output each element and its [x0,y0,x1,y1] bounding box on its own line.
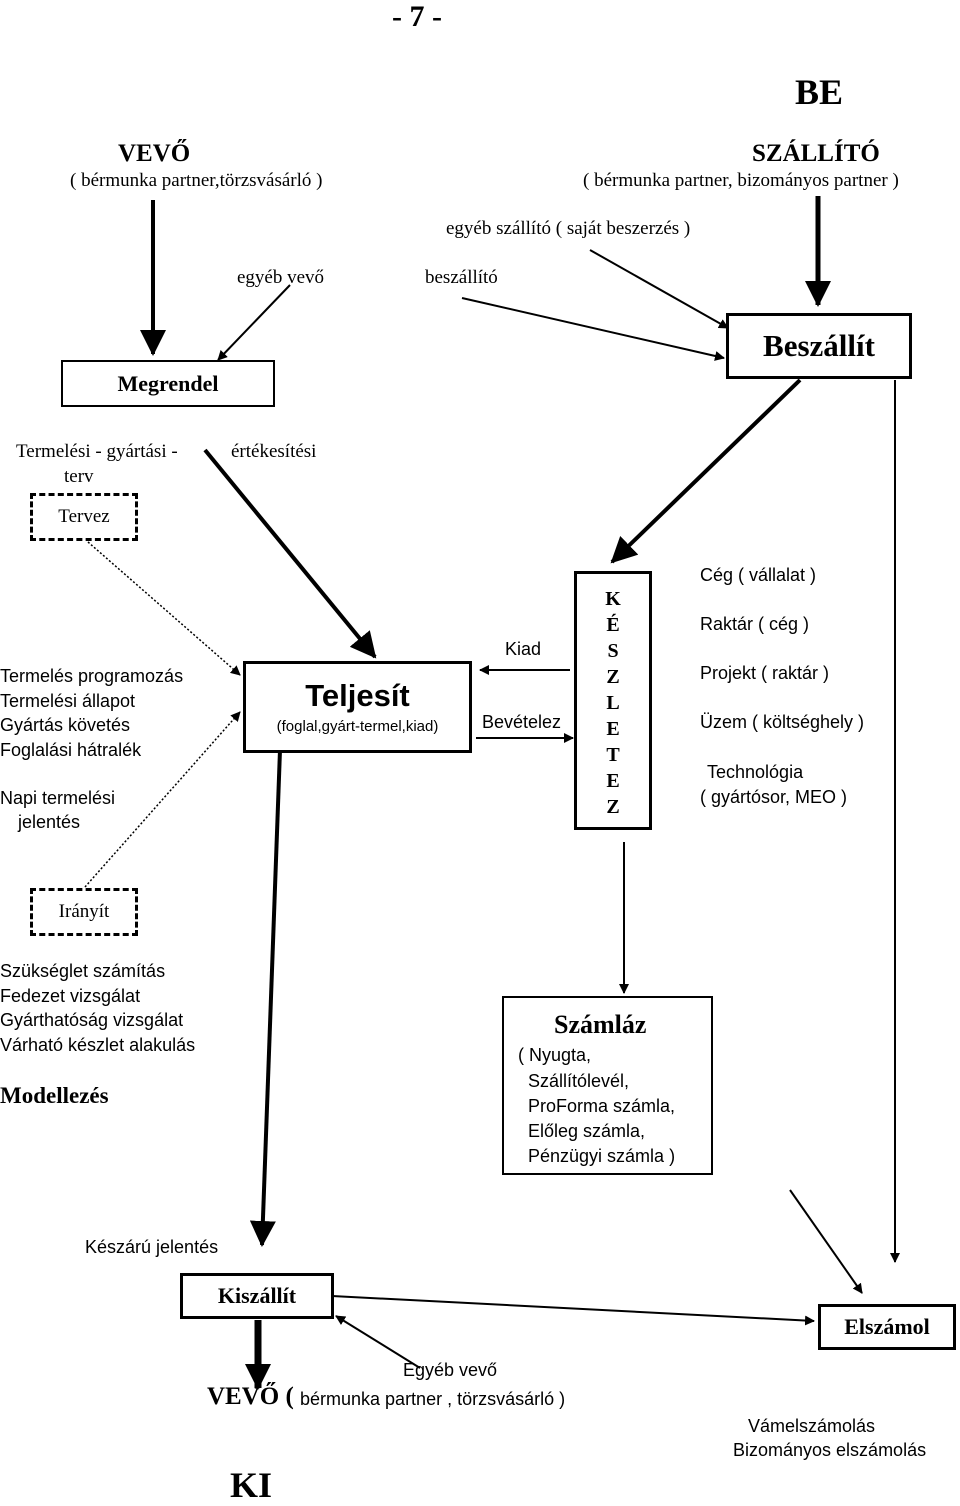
dotted-iranyit-teljesit [84,711,241,888]
keszletez-letter: S [607,640,619,662]
arrow-egyebvevo-kiszallit [335,1315,421,1369]
keszletez-letter: Z [606,666,620,688]
szamlaz-item: ( Nyugta, [518,1045,592,1065]
megrendel-label: Megrendel [117,370,219,396]
tervez-label: Tervez [58,506,110,527]
vevo-title: VEVŐ [118,140,191,167]
tervez-box: Tervez [30,493,138,541]
right-list-item: Technológia [707,762,804,782]
kiszallit-box: Kiszállít [180,1273,334,1319]
egyeb-szallito-label: egyéb szállító ( saját beszerzés ) [446,218,691,239]
kiszallit-label: Kiszállít [217,1283,297,1308]
egyeb-vevo-bottom-label: Egyéb vevő [403,1360,498,1380]
elszamol-note: Bizományos elszámolás [733,1440,927,1460]
modell-list-item: Várható készlet alakulás [0,1034,196,1055]
arrow-egyebszallito-beszallit [589,249,729,329]
right-list-item: Üzem ( költséghely ) [700,712,865,732]
keszletez-letter: E [606,770,620,792]
megrendel-box: Megrendel [61,360,275,407]
dotted-tervez-teljesit [87,541,241,676]
elszamol-note: Vámelszámolás [748,1416,876,1436]
egyeb-vevo-label: egyéb vevő [237,267,325,288]
napi-line1: Napi termelési [0,788,116,808]
keszletez-letter: Z [606,796,620,818]
vevo-bottom-subtitle: bérmunka partner , törzsvásárló ) [300,1389,566,1409]
termelesi-terv-line2: terv [64,466,94,487]
modell-list-item: Szükséglet számítás [0,961,166,981]
iranyit-label: Irányít [58,901,110,922]
teljesit-subtitle: (foglal,gyárt-termel,kiad) [276,717,439,735]
beszallit-box: Beszállít [726,313,912,379]
szamlaz-item: Pénzügyi számla ) [528,1146,676,1166]
be-label: BE [795,72,844,112]
szamlaz-item: Előleg számla, [528,1121,646,1141]
right-list-item: Projekt ( raktár ) [700,663,830,683]
modell-list-item: Fedezet vizsgálat [0,985,141,1006]
bevetelez-label: Bevételez [482,712,562,732]
ertekesitesi-label: értékesítési [231,441,317,462]
modell-list: Szükséglet számítás Fedezet vizsgálat Gy… [0,959,195,1057]
modellezes-label: Modellezés [0,1083,109,1108]
left-list-item: Termelési állapot [0,690,136,711]
szamlaz-item: ProForma számla, [528,1096,676,1116]
arrow-beszallit-keszletez [610,378,802,564]
szallito-title: SZÁLLÍTÓ [752,140,880,167]
left-list-item: Gyártás követés [0,715,131,735]
left-list: Termelés programozás Termelési állapot G… [0,664,183,762]
elszamol-label: Elszámol [844,1314,930,1339]
right-list-item: Raktár ( cég ) [700,614,810,634]
ki-label: KI [230,1465,273,1505]
arrow-kiszallit-elszamol [331,1295,815,1326]
elszamol-box: Elszámol [818,1304,956,1350]
arrow-szamlaz-elszamol [789,1189,863,1294]
szamlaz-title: Számláz [554,1010,647,1039]
szamlaz-item: Szállítólevél, [528,1071,630,1091]
arrow-teljesit-kiszallit [249,749,282,1247]
keszletez-letter: E [606,718,620,740]
arrow-ertekesitesi-teljesit [203,448,377,659]
teljesit-title: Teljesít [305,678,410,714]
szamlaz-box: Számláz ( Nyugta, Szállítólevél, ProForm… [502,996,713,1175]
termelesi-terv-line1: Termelési - gyártási - [16,441,178,462]
arrow-beszallito-beszallit [461,297,725,361]
keszletez-letter: K [605,588,621,610]
kiad-label: Kiad [505,639,542,659]
right-list-item: ( gyártósor, MEO ) [700,787,848,807]
napi-line2: jelentés [18,812,81,832]
iranyit-box: Irányít [30,888,138,936]
szallito-subtitle: ( bérmunka partner, bizományos partner ) [583,170,899,191]
right-list-item: Cég ( vállalat ) [700,565,817,585]
keszaru-jelentes-label: Készárú jelentés [85,1237,219,1257]
szamlaz-items: Szállítólevél, ProForma számla, Előleg s… [528,1069,675,1169]
left-list-item: Termelés programozás [0,666,184,686]
vevo-bottom-title: VEVŐ ( [207,1383,294,1410]
beszallit-label: Beszállít [763,328,875,363]
beszallito-label: beszállító [425,267,498,288]
arrow-egyebvevo-megrendel [217,284,291,361]
vevo-subtitle: ( bérmunka partner,törzsvásárló ) [70,170,323,191]
teljesit-box: Teljesít (foglal,gyárt-termel,kiad) [243,661,472,753]
keszletez-letter: T [606,744,620,766]
keszletez-box: K É S Z L E T E Z [574,571,652,830]
page-number: - 7 - [392,0,442,33]
left-list-item: Foglalási hátralék [0,739,142,760]
keszletez-letter: É [606,614,620,636]
modell-list-item: Gyárthatóság vizsgálat [0,1010,184,1030]
keszletez-letter: L [606,692,620,714]
